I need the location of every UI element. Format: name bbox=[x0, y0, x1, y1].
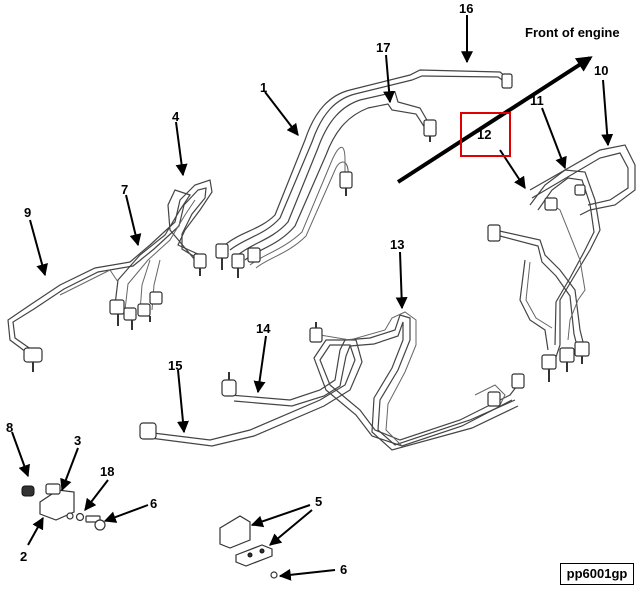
front-of-engine-arrow bbox=[396, 56, 593, 184]
callout-5: 5 bbox=[315, 494, 322, 509]
callout-14: 14 bbox=[256, 321, 271, 336]
highlight-box-12 bbox=[460, 112, 511, 157]
front-of-engine-label: Front of engine bbox=[525, 25, 620, 40]
fuel-line-group-top bbox=[215, 69, 513, 278]
callout-18: 18 bbox=[100, 464, 114, 479]
callout-16: 16 bbox=[459, 1, 473, 16]
callout-6-upper: 6 bbox=[150, 496, 157, 511]
callout-4: 4 bbox=[172, 109, 180, 124]
clamp-assembly-left bbox=[21, 483, 106, 531]
callout-6-lower: 6 bbox=[340, 562, 347, 577]
callout-15: 15 bbox=[168, 358, 182, 373]
callout-10: 10 bbox=[594, 63, 608, 78]
callout-17: 17 bbox=[376, 40, 390, 55]
callout-3: 3 bbox=[74, 433, 81, 448]
callout-11: 11 bbox=[530, 93, 544, 108]
callout-12: 12 bbox=[477, 127, 491, 142]
callout-1: 1 bbox=[260, 80, 267, 95]
callout-2: 2 bbox=[20, 549, 27, 564]
leader-lines bbox=[11, 15, 614, 581]
callout-9: 9 bbox=[24, 205, 31, 220]
figure-id: pp6001gp bbox=[560, 563, 634, 585]
fuel-line-group-left bbox=[7, 179, 213, 372]
fuel-line-group-bottom bbox=[139, 311, 525, 451]
callout-8: 8 bbox=[6, 420, 13, 435]
callout-7: 7 bbox=[121, 182, 128, 197]
fuel-line-group-right bbox=[487, 144, 636, 382]
clamp-assembly-right bbox=[219, 515, 278, 579]
callout-13: 13 bbox=[390, 237, 404, 252]
